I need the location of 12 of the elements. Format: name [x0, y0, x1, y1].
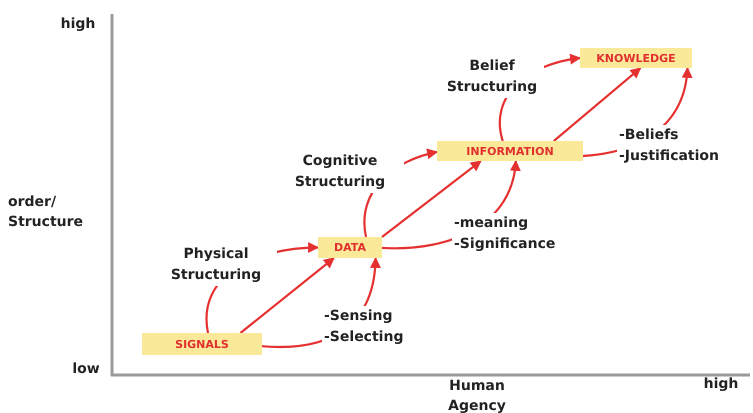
axis-title: order/ Structure	[8, 193, 84, 232]
concept-box: INFORMATION	[437, 141, 583, 161]
axis-label: low	[71, 360, 101, 379]
concept-box: DATA	[318, 237, 382, 258]
axis-label: high	[702, 375, 740, 394]
concept-box: SIGNALS	[142, 333, 262, 355]
concept-box: KNOWLEDGE	[580, 48, 692, 68]
arrow	[553, 67, 642, 142]
axis-label: high	[60, 15, 96, 34]
axis-title: Human Agency	[447, 377, 507, 413]
arrow	[240, 257, 335, 334]
arrow	[381, 160, 482, 238]
